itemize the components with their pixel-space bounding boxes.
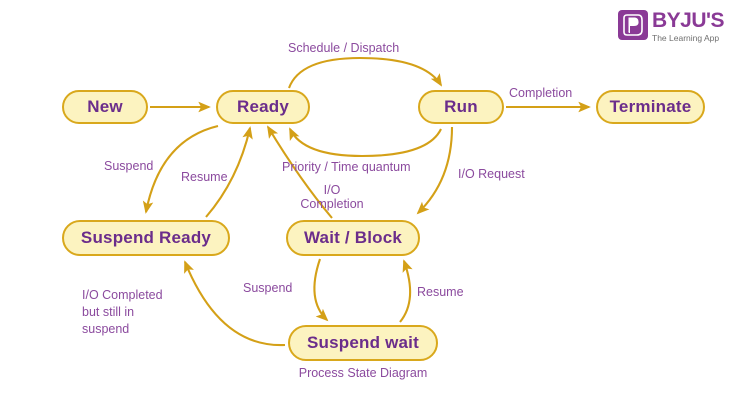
edge-label-schedule-dispatch: Schedule / Dispatch — [288, 41, 400, 55]
node-new-label: New — [87, 97, 123, 116]
node-ready[interactable]: Ready — [216, 90, 310, 124]
edge-suspendwait-wait — [399, 259, 413, 323]
node-ready-label: Ready — [236, 97, 290, 116]
node-run[interactable]: Run — [418, 90, 504, 124]
byjus-logo: BYJU'S The Learning App — [618, 9, 725, 43]
edge-suspendwait-suspendready — [184, 260, 286, 347]
brand-tagline: The Learning App — [652, 33, 720, 43]
edge-label-resume-upper: Resume — [181, 170, 228, 184]
edge-label-io-completion: I/O Completion — [300, 183, 364, 211]
edge-label-suspend-lower: Suspend — [243, 281, 293, 295]
node-terminate-label: Terminate — [609, 97, 692, 116]
node-terminate[interactable]: Terminate — [596, 90, 705, 124]
node-suspend-ready-label: Suspend Ready — [80, 228, 212, 247]
edge-ready-run — [288, 56, 443, 89]
node-run-label: Run — [444, 97, 478, 116]
edge-label-io-completed-but-still-in-suspend: I/O Completed but still in suspend — [82, 288, 163, 336]
node-wait-block-label: Wait / Block — [303, 228, 403, 247]
edge-suspendready-ready — [205, 126, 253, 218]
byjus-logo-text: BYJU'S The Learning App — [652, 9, 725, 43]
diagram-caption: Process State Diagram — [298, 366, 428, 380]
edge-label-resume-lower: Resume — [417, 285, 464, 299]
edge-wait-ready — [267, 125, 333, 219]
node-wait-block[interactable]: Wait / Block — [286, 220, 420, 256]
brand-name: BYJU'S — [652, 9, 725, 32]
edge-label-completion: Completion — [509, 86, 573, 100]
edge-label-io-request: I/O Request — [458, 167, 525, 181]
node-suspend-ready[interactable]: Suspend Ready — [62, 220, 230, 256]
byjus-b-logo-icon — [618, 10, 648, 40]
edge-label-suspend-upper: Suspend — [104, 159, 154, 173]
edge-ready-suspendready — [142, 124, 219, 214]
node-suspend-wait-label: Suspend wait — [307, 333, 419, 352]
edge-label-priority-time-quantum: Priority / Time quantum — [282, 160, 411, 174]
edge-run-wait — [416, 126, 454, 215]
edge-run-ready — [289, 127, 442, 158]
node-new[interactable]: New — [62, 90, 148, 124]
edge-wait-suspendwait — [313, 258, 329, 322]
node-suspend-wait[interactable]: Suspend wait — [288, 325, 438, 361]
